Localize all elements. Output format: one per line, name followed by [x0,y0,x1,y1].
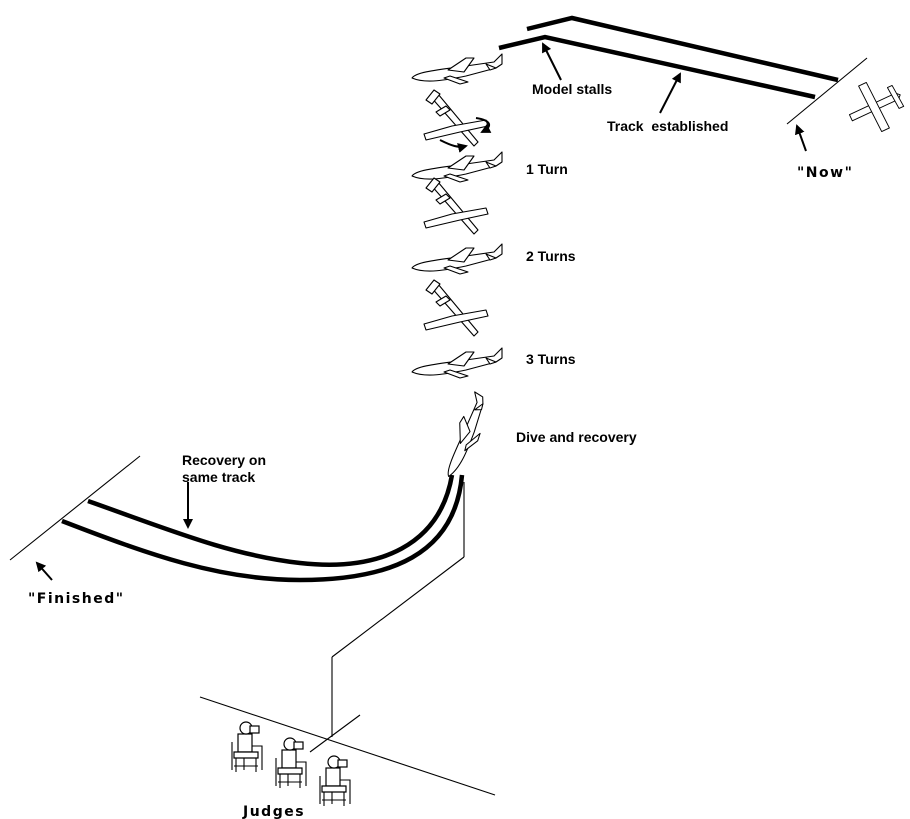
aircraft-icon [411,243,503,275]
arrow-icon [542,42,562,81]
rotation-arrows [439,117,492,153]
aircraft-icon [423,279,489,337]
aircraft-icon [423,177,489,235]
aircraft-icon [411,151,503,183]
judge-figure-icon [275,737,307,789]
recovery-track [61,474,465,583]
aircraft-icon [411,53,503,85]
pointer-arrows [35,42,807,581]
label-dive-recovery: Dive and recovery [516,429,637,445]
label-turn-3: 3 Turns [526,351,576,367]
label-model-stalls: Model stalls [532,81,612,97]
aircraft-sequence [411,53,905,481]
judge-figure-icon [231,721,263,773]
label-track-established: Track established [607,118,728,134]
aircraft-icon [848,81,905,133]
label-recovery-line2: same track [182,469,255,485]
top-track [498,15,839,100]
reference-lines [9,57,868,796]
label-judges: Judges [242,804,305,819]
aircraft-icon [411,347,503,379]
arrow-icon [795,124,807,152]
arrow-icon [35,561,53,581]
label-recovery-line1: Recovery on [182,452,266,468]
judge-figure-icon [319,755,351,807]
label-now: "Now" [797,165,853,181]
label-turn-2: 2 Turns [526,248,576,264]
label-finished: "Finished" [28,591,125,607]
aircraft-icon [428,391,500,481]
arrow-icon [659,72,681,114]
labels: Model stalls Track established "Now" 1 T… [28,81,853,819]
label-turn-1: 1 Turn [526,161,568,177]
